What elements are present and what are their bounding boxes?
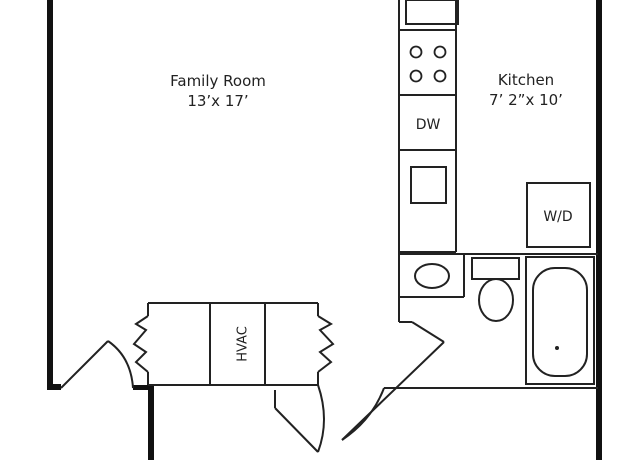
washer-dryer-label: W/D — [543, 209, 572, 225]
partitions — [384, 0, 598, 389]
sink-icon — [414, 263, 450, 289]
stove-icon — [409, 45, 447, 83]
kitchen-name: Kitchen — [498, 71, 554, 89]
upper-cabinet — [405, 0, 459, 25]
bath-door-leaf — [411, 321, 445, 343]
wall-west — [47, 0, 53, 390]
family-room-name: Family Room — [170, 72, 266, 90]
wall-south-stub — [47, 384, 61, 390]
family-room-dims: 13’x 17’ — [187, 92, 248, 110]
dishwasher-label: DW — [416, 117, 441, 133]
hvac-label: HVAC — [236, 326, 251, 362]
wall-east — [596, 0, 602, 460]
kitchen-sink-icon — [410, 166, 447, 204]
toilet-icon — [471, 257, 520, 322]
doors — [60, 321, 445, 453]
entry-door-leaf — [60, 340, 109, 389]
wall-corridor-left — [148, 386, 154, 460]
walls — [47, 0, 602, 460]
washer-dryer-box — [526, 182, 591, 248]
hvac-closet — [132, 302, 335, 386]
wall-closet-bottom — [133, 385, 152, 390]
bathtub-icon — [525, 256, 595, 385]
kitchen-dims: 7’ 2”x 10’ — [489, 91, 563, 109]
